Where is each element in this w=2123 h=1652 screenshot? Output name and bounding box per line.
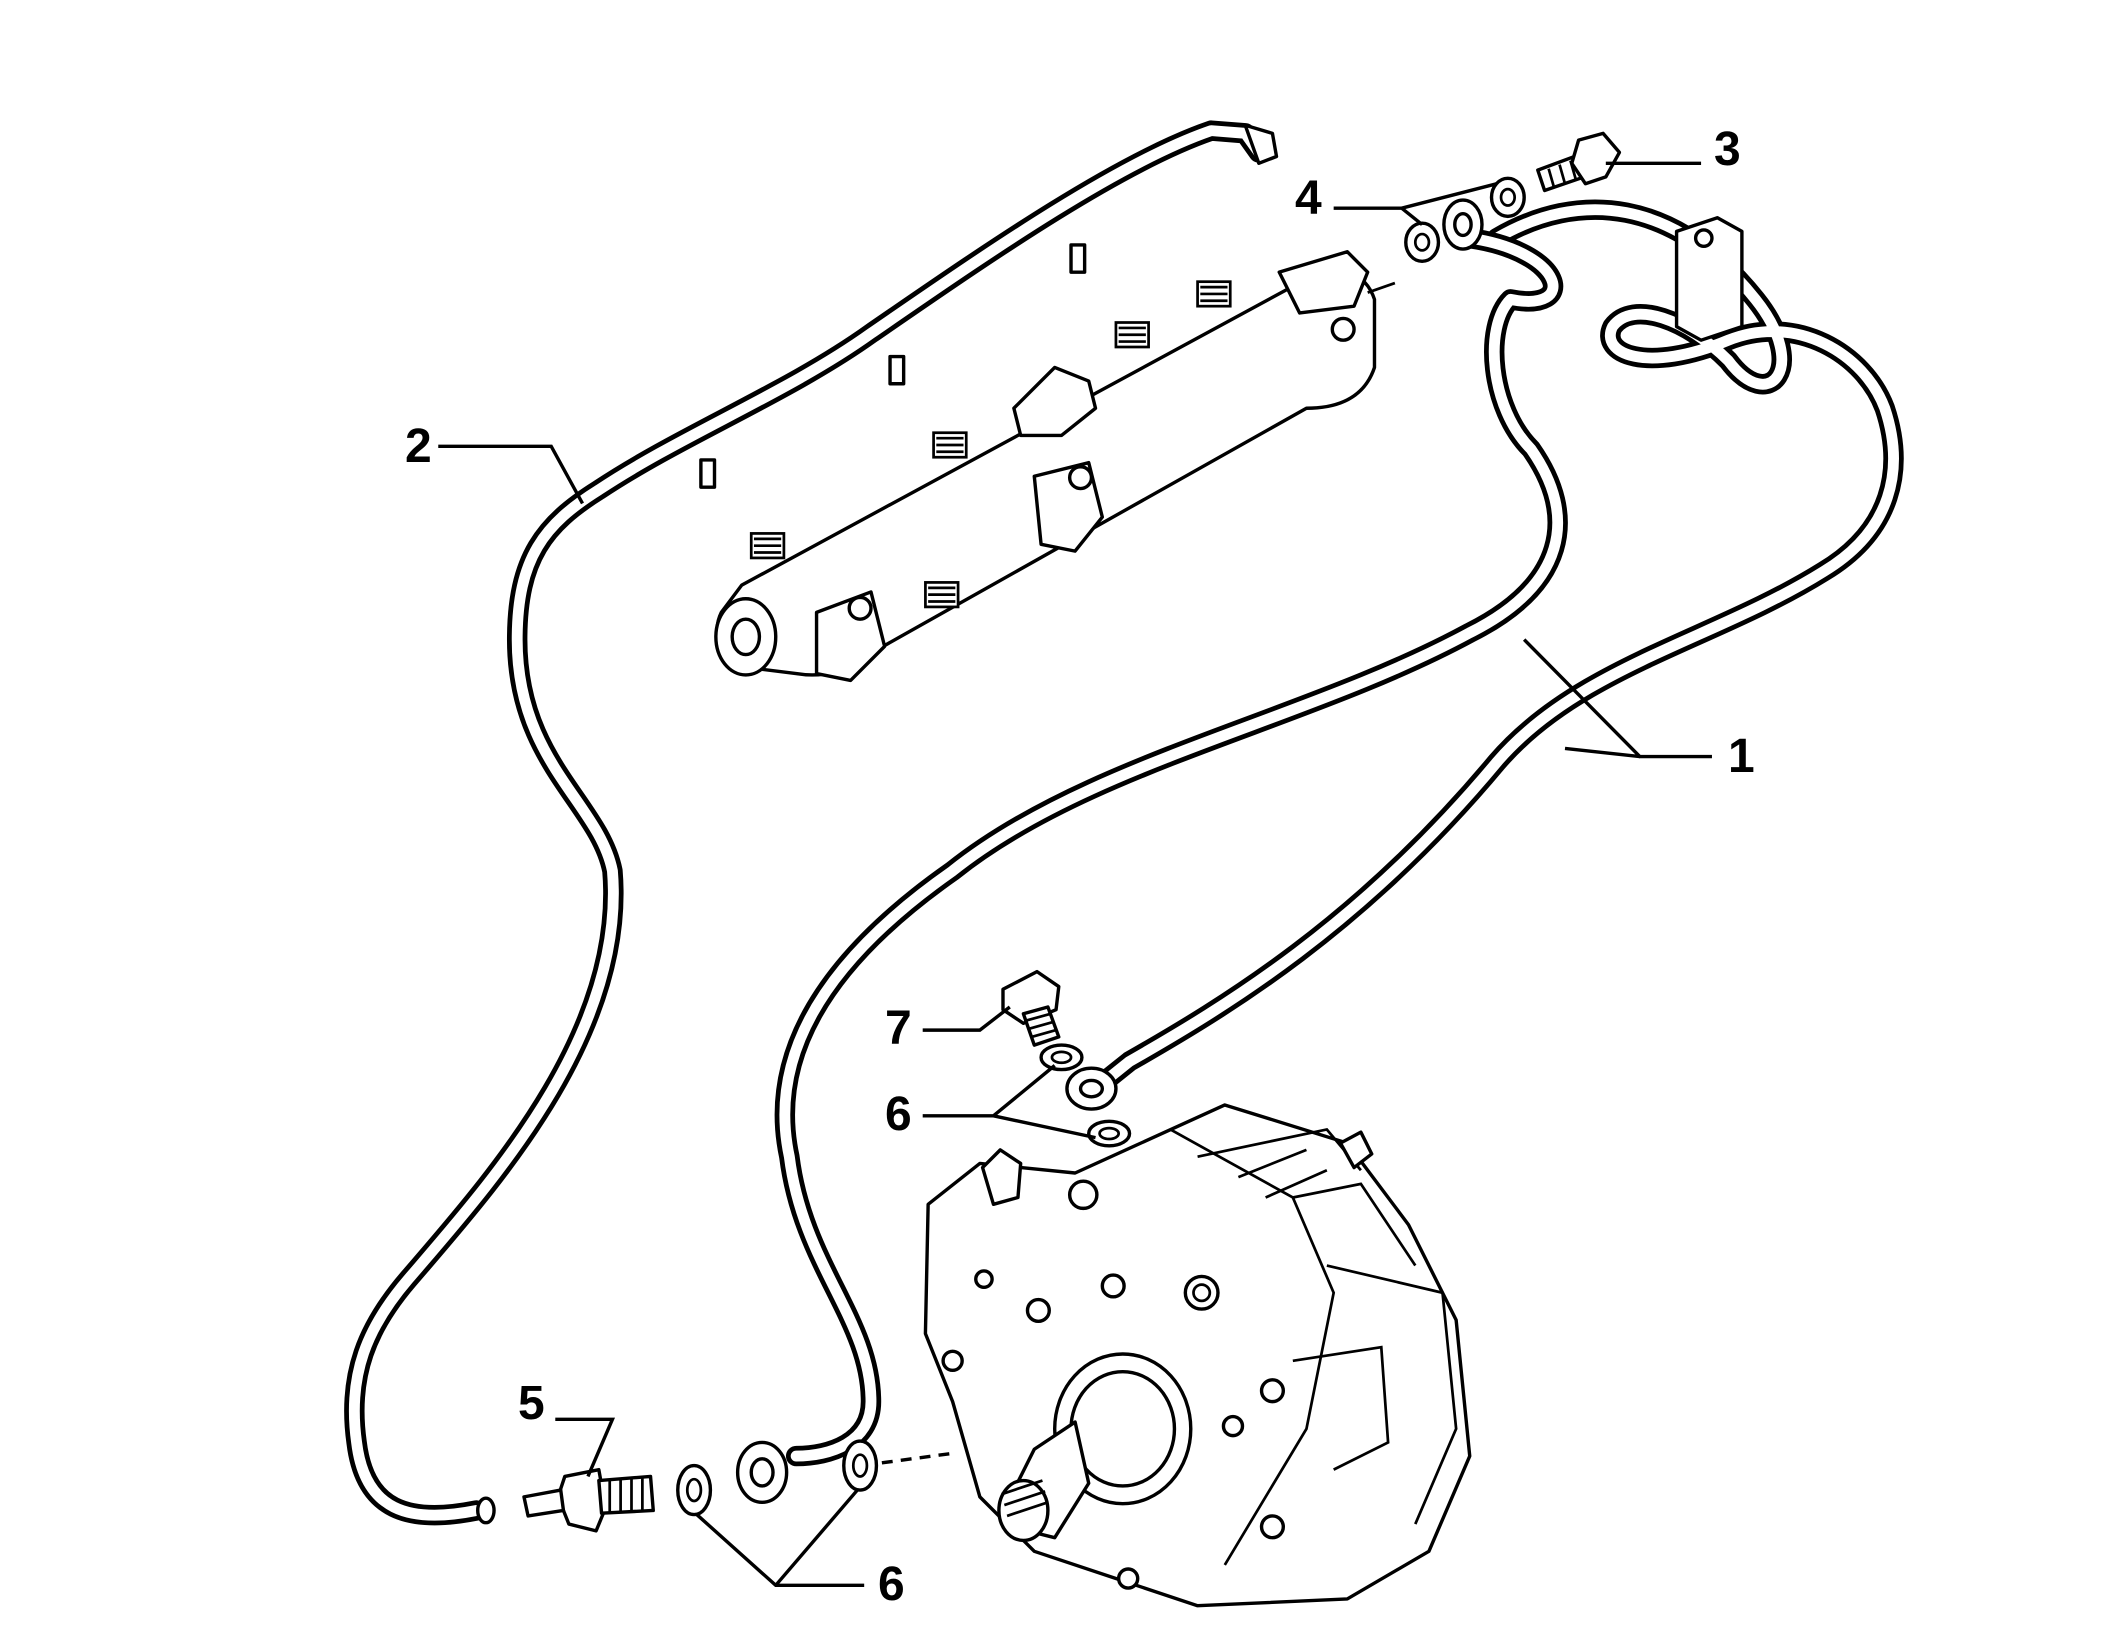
callout-6-lower: 6 bbox=[878, 1558, 905, 1611]
high-pressure-pump bbox=[923, 1103, 1472, 1608]
callout-2: 2 bbox=[405, 420, 432, 473]
hose-return-line bbox=[344, 120, 1279, 1526]
callout-6-upper: 6 bbox=[885, 1088, 912, 1141]
pipe-assembly bbox=[735, 198, 1904, 1505]
callout-3: 3 bbox=[1714, 123, 1741, 176]
fuel-rail bbox=[714, 250, 1396, 683]
leader-lines bbox=[438, 161, 1712, 1588]
callout-5: 5 bbox=[518, 1377, 545, 1430]
banjo-bolt-7 bbox=[1001, 969, 1061, 1047]
callout-4: 4 bbox=[1295, 172, 1322, 225]
callout-7: 7 bbox=[885, 1002, 912, 1055]
seal-washers bbox=[676, 176, 1526, 1517]
banjo-bolt-5 bbox=[522, 1467, 655, 1533]
callout-1: 1 bbox=[1728, 730, 1755, 783]
banjo-bolt-3 bbox=[1536, 131, 1622, 193]
